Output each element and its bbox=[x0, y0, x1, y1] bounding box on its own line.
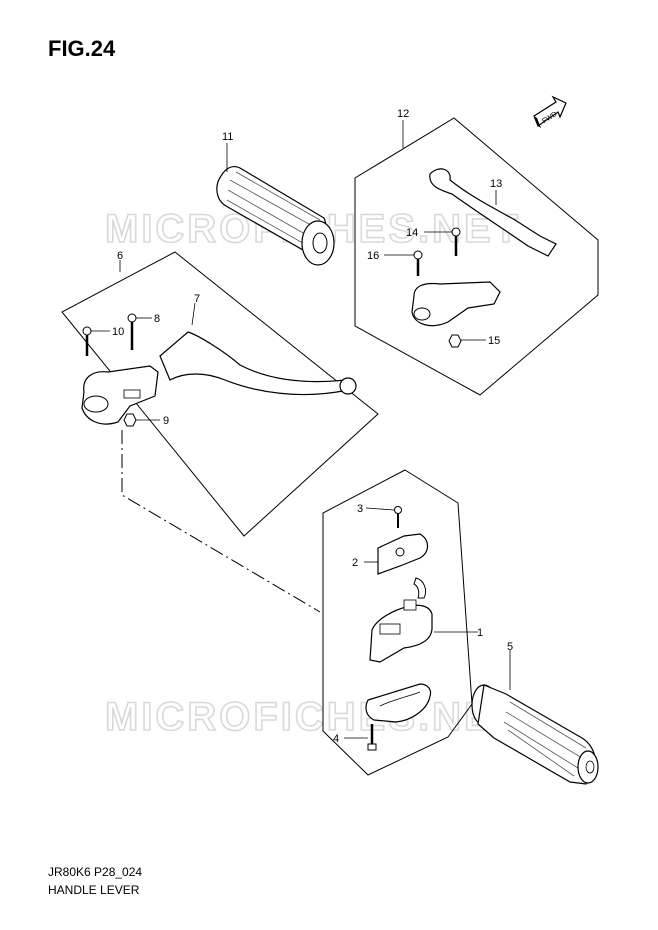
switch-cover-2 bbox=[377, 533, 429, 575]
callout-8: 8 bbox=[154, 313, 160, 325]
screw-4 bbox=[367, 724, 377, 751]
bolt-16 bbox=[413, 250, 423, 276]
bolt-8 bbox=[127, 313, 137, 350]
callout-6: 6 bbox=[117, 250, 123, 262]
callout-15: 15 bbox=[488, 335, 500, 347]
group-outline-12 bbox=[354, 117, 599, 396]
group-outline-1 bbox=[322, 469, 473, 776]
fwd-arrow-icon: FWD bbox=[533, 95, 567, 128]
callout-5: 5 bbox=[507, 641, 513, 653]
callout-4: 4 bbox=[333, 733, 339, 745]
figure-name: HANDLE LEVER bbox=[48, 883, 140, 897]
figure-title: FIG.24 bbox=[48, 36, 116, 61]
callout-3: 3 bbox=[357, 503, 363, 515]
callout-9: 9 bbox=[163, 415, 169, 427]
connection-line bbox=[121, 430, 321, 613]
switch-clip bbox=[413, 577, 427, 599]
screw-3 bbox=[394, 506, 402, 528]
leader-lines bbox=[91, 120, 511, 739]
switch-lower-housing-1 bbox=[365, 683, 432, 723]
clutch-holder-6 bbox=[81, 365, 159, 425]
callout-13: 13 bbox=[490, 178, 502, 190]
callout-16: 16 bbox=[367, 250, 379, 262]
watermark-bottom: MICROFICHES.NET bbox=[105, 695, 521, 739]
callout-12: 12 bbox=[397, 108, 409, 120]
callout-1: 1 bbox=[477, 627, 483, 639]
throttle-grip-5 bbox=[471, 684, 599, 785]
callout-7: 7 bbox=[194, 293, 200, 305]
clutch-lever-7 bbox=[159, 331, 357, 396]
group-outline-6 bbox=[61, 251, 379, 537]
brake-lever-13 bbox=[429, 168, 557, 257]
nut-15 bbox=[448, 334, 462, 348]
callout-11: 11 bbox=[222, 131, 233, 143]
callout-2: 2 bbox=[352, 557, 358, 569]
callout-14: 14 bbox=[406, 227, 418, 239]
grip-11 bbox=[216, 165, 335, 266]
figure-code: JR80K6 P28_024 bbox=[48, 865, 143, 879]
brake-holder-12 bbox=[411, 281, 501, 327]
callout-10: 10 bbox=[112, 326, 124, 338]
nut-9 bbox=[123, 413, 137, 427]
switch-upper-housing-1 bbox=[369, 599, 433, 663]
bolt-10 bbox=[82, 326, 92, 356]
